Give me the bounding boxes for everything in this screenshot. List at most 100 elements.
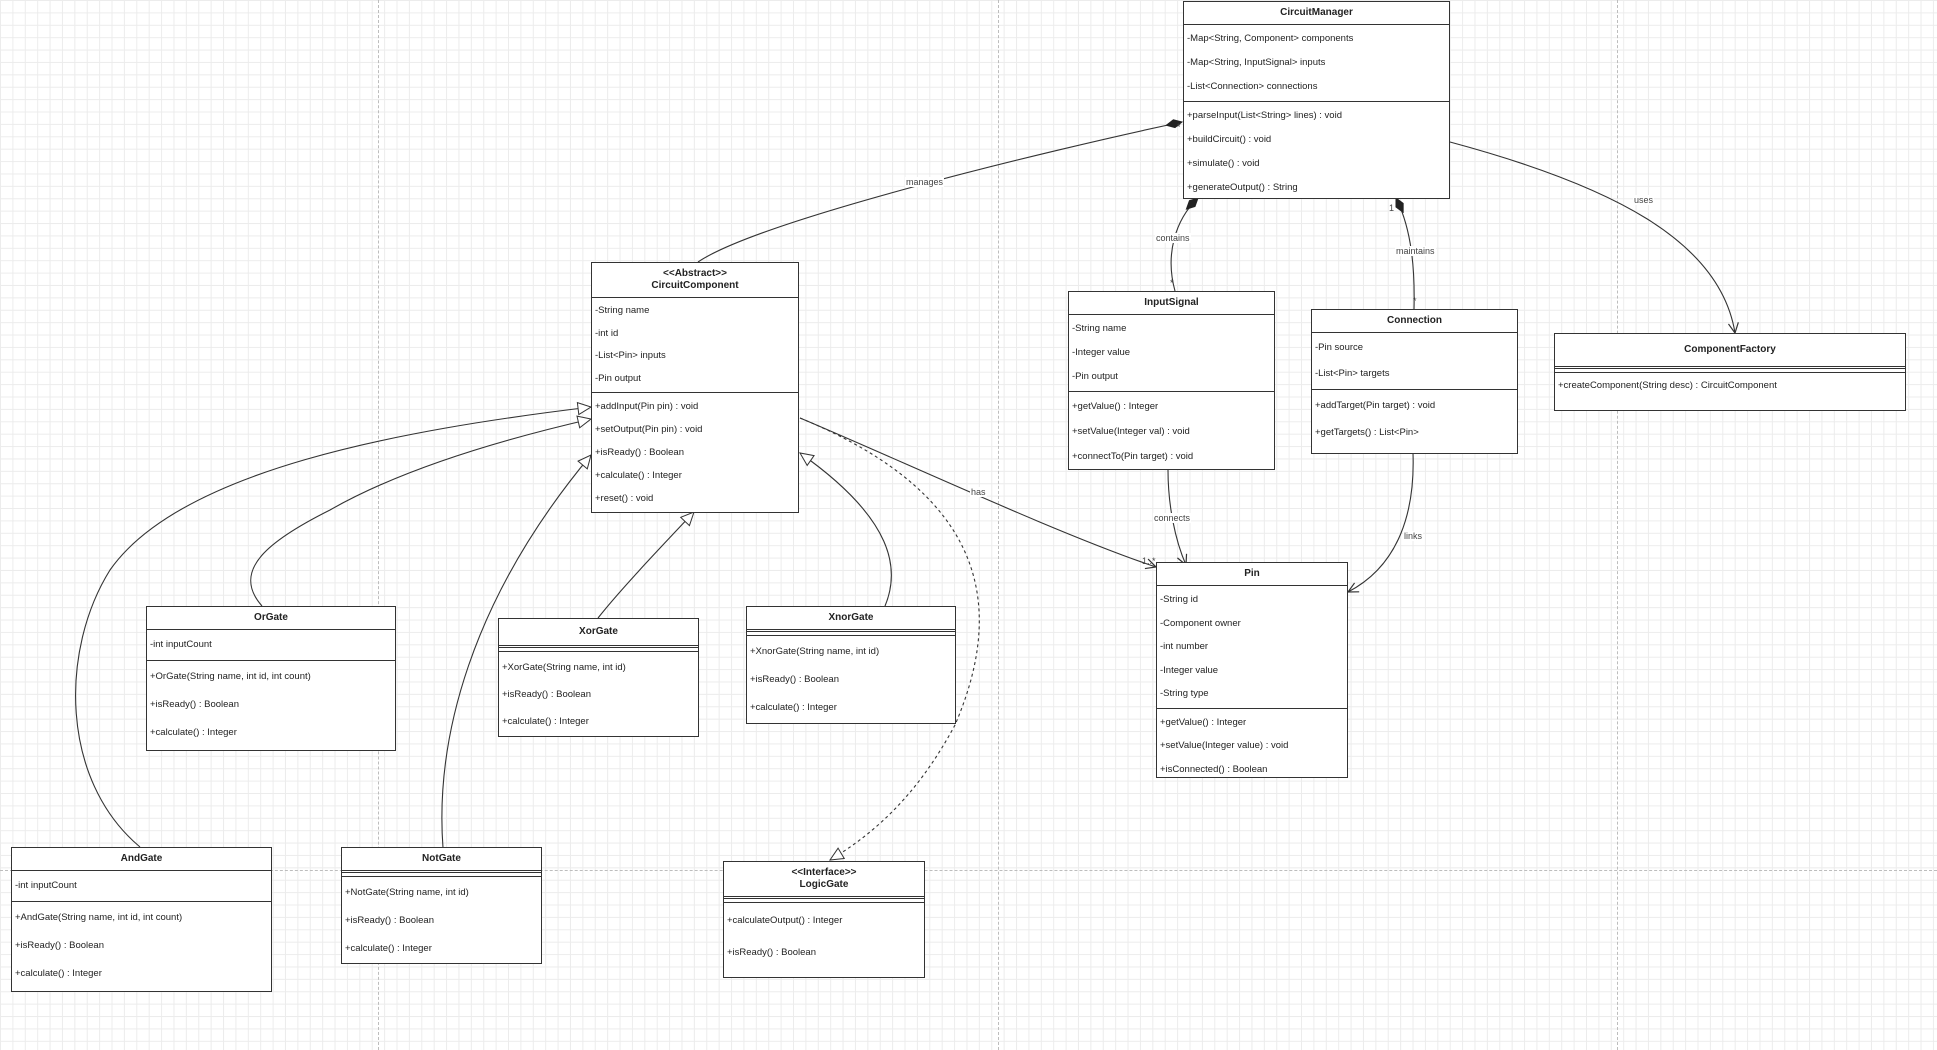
attribute: -String name — [595, 305, 650, 316]
edge-links — [1348, 452, 1414, 592]
attribute: -int number — [1160, 641, 1209, 652]
method: +setValue(Integer val) : void — [1072, 426, 1190, 437]
class-name: Pin — [1244, 568, 1260, 579]
method: +calculate() : Integer — [750, 702, 837, 713]
edge-label-manages: manages — [905, 177, 945, 187]
class-input-signal[interactable]: InputSignal -String name -Integer value … — [1068, 291, 1275, 470]
class-name: AndGate — [120, 853, 163, 864]
class-connection[interactable]: Connection -Pin source -List<Pin> target… — [1311, 309, 1518, 454]
multiplicity-has-target: 1..* — [1142, 556, 1156, 566]
class-or-gate[interactable]: OrGate -int inputCount +OrGate(String na… — [146, 606, 396, 751]
attribute: -Map<String, Component> components — [1187, 33, 1354, 44]
edge-label-uses: uses — [1633, 195, 1655, 205]
method: +isReady() : Boolean — [15, 940, 104, 951]
edge-label-links: links — [1403, 531, 1424, 541]
method: +parseInput(List<String> lines) : void — [1187, 110, 1342, 121]
attribute: -Integer value — [1072, 347, 1131, 358]
method: +buildCircuit() : void — [1187, 134, 1272, 145]
edge-label-connects: connects — [1153, 513, 1192, 523]
edge-orgate-extends — [250, 415, 593, 607]
method: +calculate() : Integer — [15, 968, 102, 979]
edge-label-contains: contains — [1155, 233, 1191, 243]
class-name: LogicGate — [799, 879, 849, 890]
class-name: XorGate — [579, 626, 618, 637]
class-name: XnorGate — [828, 612, 874, 623]
method: +createComponent(String desc) : CircuitC… — [1558, 380, 1777, 391]
class-xor-gate[interactable]: XorGate +XorGate(String name, int id) +i… — [498, 618, 699, 737]
method: +addInput(Pin pin) : void — [595, 401, 699, 412]
method: +NotGate(String name, int id) — [345, 887, 469, 898]
method: +isReady() : Boolean — [150, 699, 239, 710]
attribute: -List<Pin> inputs — [595, 350, 666, 361]
class-name: CircuitManager — [1280, 7, 1353, 18]
method: +setOutput(Pin pin) : void — [595, 424, 703, 435]
class-pin[interactable]: Pin -String id -Component owner -int num… — [1156, 562, 1348, 778]
attribute: -Integer value — [1160, 664, 1219, 676]
method: +AndGate(String name, int id, int count) — [15, 912, 183, 923]
guide-line — [1617, 0, 1618, 1050]
method: +isReady() : Boolean — [595, 447, 684, 458]
method: +isConnected() : Boolean — [1160, 763, 1268, 775]
method: +calculateOutput() : Integer — [727, 915, 843, 926]
attribute: -String name — [1072, 323, 1127, 334]
class-name: NotGate — [422, 853, 461, 864]
class-name: CircuitComponent — [651, 280, 739, 291]
method: +setValue(Integer value) : void — [1160, 740, 1289, 751]
attribute: -List<Connection> connections — [1187, 81, 1318, 92]
method: +calculate() : Integer — [345, 943, 432, 954]
method: +addTarget(Pin target) : void — [1315, 400, 1436, 411]
stereotype: <<Abstract>> — [663, 268, 727, 279]
stereotype: <<Interface>> — [791, 867, 857, 878]
method: +connectTo(Pin target) : void — [1072, 451, 1194, 462]
attribute: -Component owner — [1160, 617, 1241, 629]
edge-label-maintains: maintains — [1395, 246, 1436, 256]
class-circuit-component[interactable]: <<Abstract>> CircuitComponent -String na… — [591, 262, 799, 513]
edge-xorgate-extends — [597, 511, 695, 619]
edge-contains — [1170, 198, 1198, 292]
class-name: Connection — [1387, 315, 1442, 326]
guide-line — [998, 0, 999, 1050]
method: +getValue() : Integer — [1072, 401, 1159, 412]
attribute: -Pin source — [1315, 342, 1364, 353]
attribute: -String id — [1160, 594, 1199, 605]
method: +calculate() : Integer — [150, 727, 237, 738]
class-xnor-gate[interactable]: XnorGate +XnorGate(String name, int id) … — [746, 606, 956, 724]
method: +generateOutput() : String — [1187, 182, 1298, 193]
class-component-factory[interactable]: ComponentFactory +createComponent(String… — [1554, 333, 1906, 411]
multiplicity-manages-target: * — [1177, 122, 1181, 132]
method: +getValue() : Integer — [1160, 716, 1247, 728]
method: +isReady() : Boolean — [727, 947, 816, 958]
attribute: -Pin output — [1072, 371, 1118, 382]
method: +OrGate(String name, int id, int count) — [150, 671, 311, 682]
method: +XnorGate(String name, int id) — [750, 646, 880, 657]
method: +isReady() : Boolean — [502, 689, 591, 700]
attribute: -List<Pin> targets — [1315, 368, 1390, 379]
attribute: -String type — [1160, 688, 1209, 699]
edge-label-has: has — [970, 487, 987, 497]
class-and-gate[interactable]: AndGate -int inputCount +AndGate(String … — [11, 847, 272, 992]
class-name: InputSignal — [1144, 297, 1199, 308]
class-logic-gate[interactable]: <<Interface>> LogicGate +calculateOutput… — [723, 861, 925, 978]
class-name: OrGate — [254, 612, 288, 623]
guide-line — [0, 870, 1937, 871]
method: +isReady() : Boolean — [345, 915, 434, 926]
attribute: -Pin output — [595, 372, 641, 384]
multiplicity-contains-target: * — [1170, 278, 1174, 288]
multiplicity-maintains-target: * — [1413, 296, 1417, 306]
method: +calculate() : Integer — [595, 470, 682, 481]
method: +calculate() : Integer — [502, 716, 589, 727]
edge-manages — [697, 122, 1182, 263]
edge-uses — [1449, 141, 1735, 333]
method: +isReady() : Boolean — [750, 674, 839, 685]
class-circuit-manager[interactable]: CircuitManager -Map<String, Component> c… — [1183, 1, 1450, 199]
attribute: -int inputCount — [150, 639, 212, 650]
attribute: -int inputCount — [15, 880, 77, 891]
class-name: ComponentFactory — [1684, 344, 1776, 355]
method: +simulate() : void — [1187, 158, 1260, 169]
method: +getTargets() : List<Pin> — [1315, 427, 1419, 438]
edge-xnorgate-extends — [799, 452, 892, 607]
attribute: -int id — [595, 327, 619, 339]
class-not-gate[interactable]: NotGate +NotGate(String name, int id) +i… — [341, 847, 542, 964]
attribute: -Map<String, InputSignal> inputs — [1187, 57, 1326, 68]
